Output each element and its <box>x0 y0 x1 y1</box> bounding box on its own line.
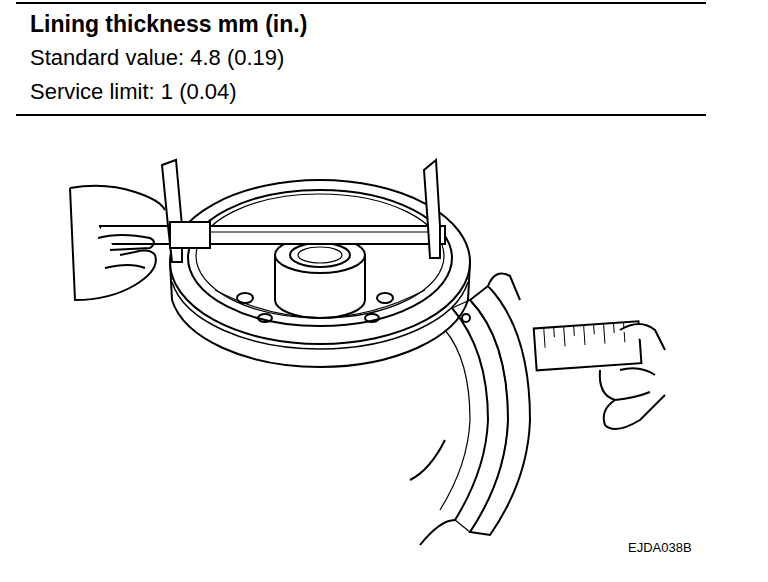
spec-value: Service limit: 1 (0.04) <box>30 80 237 104</box>
spec-heading: Lining thickness mm (in.) <box>30 12 307 37</box>
figure-code: EJDA038B <box>628 541 692 555</box>
spec-value: Standard value: 4.8 (0.19) <box>30 46 284 70</box>
